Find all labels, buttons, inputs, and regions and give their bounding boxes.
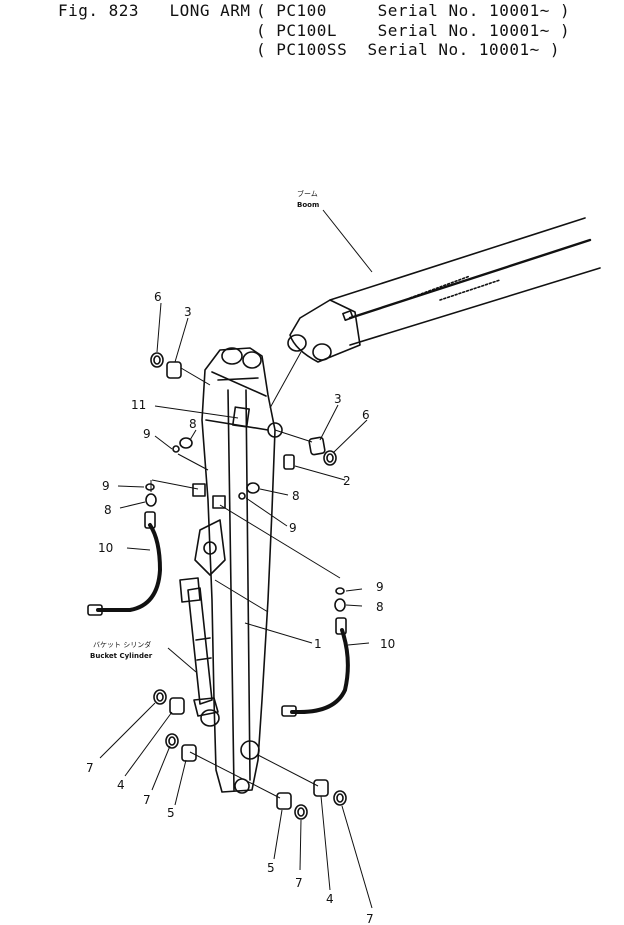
part-label: 6 <box>154 290 162 304</box>
bushings-seals <box>145 352 347 820</box>
serial-line-pc100ss: ( PC100SS Serial No. 10001~ ) <box>256 40 560 59</box>
part-label: 7 <box>295 876 303 890</box>
part-label: 9 <box>102 479 110 493</box>
boom-label-jp: ブーム <box>297 189 318 198</box>
part-label: 3 <box>334 392 342 406</box>
part-label: 4 <box>326 892 334 906</box>
bucket-cylinder-part <box>179 577 220 727</box>
part-label: 9 <box>289 521 297 535</box>
bucket-cylinder-label-jp: バケット シリンダ <box>93 640 151 649</box>
part-label: 2 <box>343 474 351 488</box>
serial-line-pc100: ( PC100 Serial No. 10001~ ) <box>256 1 571 20</box>
part-label: 8 <box>189 417 197 431</box>
part-label: 7 <box>86 761 94 775</box>
part-label: 10 <box>380 637 395 651</box>
part-label: 11 <box>131 398 146 412</box>
boom-part <box>287 217 601 363</box>
part-label: 1 <box>314 637 322 651</box>
hose-left <box>87 511 162 616</box>
part-label: 10 <box>98 541 113 555</box>
part-label: 3 <box>184 305 192 319</box>
serial-line-pc100l: ( PC100L Serial No. 10001~ ) <box>256 21 571 40</box>
part-label: 7 <box>143 793 151 807</box>
leader-lines <box>99 209 373 909</box>
part-label: 6 <box>362 408 370 422</box>
part-label: 5 <box>167 806 175 820</box>
part-label: 9 <box>143 427 151 441</box>
part-label: 8 <box>376 600 384 614</box>
part-label: 5 <box>267 861 275 875</box>
part-number-labels: 6 3 11 8 9 3 6 2 9 8 8 9 10 9 8 1 10 7 4… <box>86 290 395 925</box>
callout-labels: ブーム Boom バケット シリンダ Bucket Cylinder <box>90 189 319 660</box>
figure-title: Fig. 823 LONG ARM <box>58 1 251 20</box>
part-label: 4 <box>117 778 125 792</box>
part-label: 8 <box>292 489 300 503</box>
boom-label-en: Boom <box>297 201 319 209</box>
part-label: 8 <box>104 503 112 517</box>
hose-right <box>281 617 350 717</box>
part-label: 7 <box>366 912 374 925</box>
bucket-cylinder-label-en: Bucket Cylinder <box>90 652 153 660</box>
part-label: 9 <box>376 580 384 594</box>
